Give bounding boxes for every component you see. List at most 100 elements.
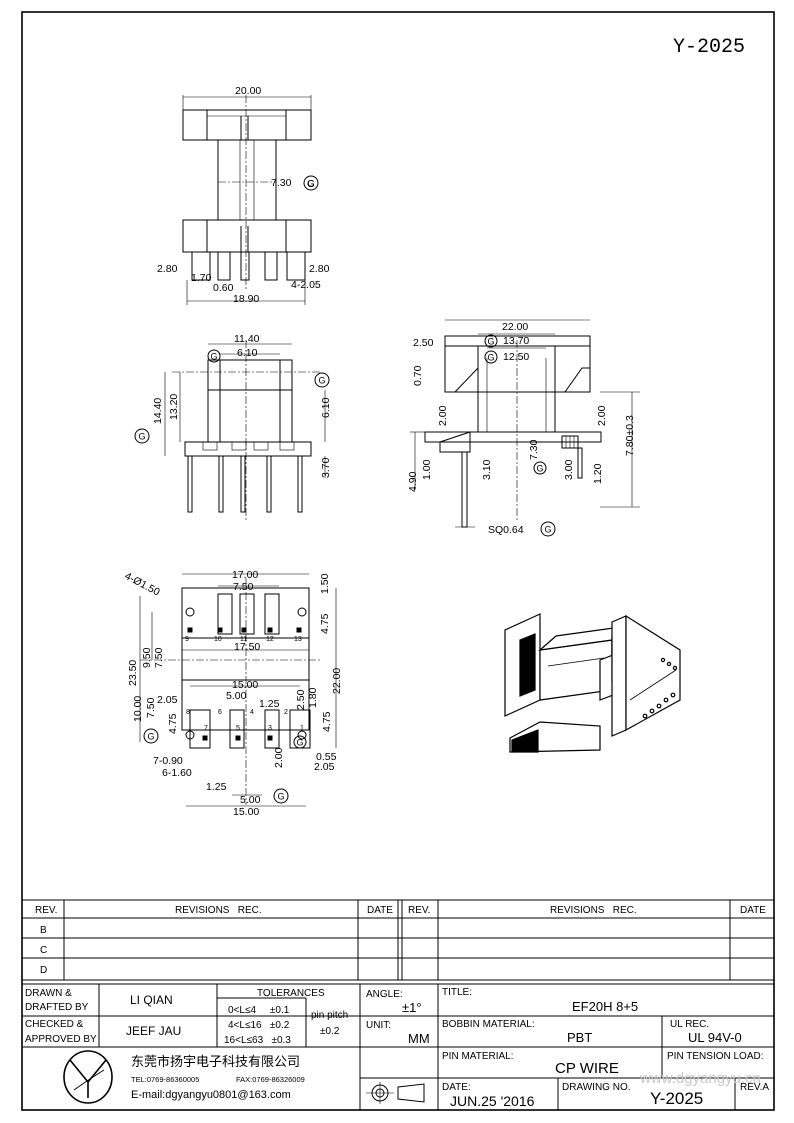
pin-number: 11	[240, 636, 247, 643]
pin-number: 10	[214, 636, 222, 643]
date-label: DATE:	[442, 1082, 471, 1093]
drawn-value: LI QIAN	[130, 993, 173, 1007]
front-view	[182, 95, 312, 305]
bot-w6: 1.25	[259, 698, 280, 710]
bobbin-value: PBT	[567, 1030, 592, 1045]
gdt-symbol-side-top	[207, 349, 221, 363]
side-w2: 6.10	[237, 347, 258, 359]
front-gap: 1.70	[191, 272, 212, 284]
sec-h-r: 7.80±0.3	[624, 415, 636, 456]
projection-symbol	[366, 1082, 425, 1104]
gdt-symbol-sec-4	[540, 521, 556, 537]
gdt-symbol-label: G	[148, 732, 155, 742]
rev-col-date: DATE	[367, 905, 393, 916]
gdt-symbol-label: G	[139, 432, 146, 442]
drawing-no-value: Y-2025	[650, 1089, 703, 1108]
date-value: JUN.25 '2016	[450, 1093, 535, 1109]
section-view	[410, 319, 640, 528]
bot-w4: 15.00	[232, 679, 258, 691]
pin-material-label: PIN MATERIAL:	[442, 1051, 514, 1062]
front-base: 18.90	[233, 293, 259, 305]
gdt-symbol-label: G	[308, 179, 315, 189]
gdt-symbol-front	[303, 175, 319, 191]
gdt-symbol-sec-1	[484, 334, 498, 348]
pin-number: 12	[266, 636, 274, 643]
watermark: www.dgyangyu.cn	[639, 1070, 761, 1087]
checked-value: JEEF JAU	[126, 1024, 181, 1038]
pin-number: 5	[236, 725, 240, 732]
gdt-symbol-label: G	[211, 352, 218, 362]
bot-r2: 4.75	[319, 613, 331, 634]
bot-w5: 5.00	[226, 690, 247, 702]
title-label: TITLE:	[442, 987, 472, 998]
revisions-table	[21, 899, 775, 981]
rev-col-date-2: DATE	[740, 905, 766, 916]
gdt-symbol-label: G	[297, 738, 304, 748]
header-drawing-code: Y-2025	[673, 36, 745, 59]
bot-p2: 6-1.60	[162, 767, 192, 779]
tolerances-label: TOLERANCES	[257, 988, 325, 999]
rev-col-rev-2: REV.	[408, 905, 430, 916]
sec-top: 2.50	[413, 337, 434, 349]
sec-pin-h: 4.90	[407, 471, 419, 492]
bot-h2: 9.50	[141, 647, 153, 668]
angle-label: ANGLE:	[366, 989, 403, 1000]
gdt-symbol-sec-2	[484, 350, 498, 364]
rev-row: D	[40, 965, 47, 976]
sec-step-l: 2.00	[437, 405, 449, 426]
pin-number: 2	[284, 709, 288, 716]
checked-label-1: CHECKED &	[25, 1019, 84, 1030]
pin-pitch-value: ±0.2	[320, 1026, 340, 1037]
bot-r7: 2.00	[273, 747, 285, 768]
rev-col-rev: REV.	[35, 905, 57, 916]
sec-bore: 7.30	[528, 439, 540, 460]
bot-r8: 0.55	[316, 751, 337, 763]
sec-w1: 22.00	[502, 321, 528, 333]
bot-h7: 2.05	[157, 694, 178, 706]
front-width: 20.00	[235, 85, 261, 97]
bot-h1: 23.50	[127, 660, 139, 686]
gdt-label-front: G	[307, 179, 315, 190]
rev-col-rec: REVISIONS REC.	[175, 905, 262, 916]
pin-number: 4	[250, 709, 254, 716]
bot-r3: 22.00	[331, 668, 343, 694]
bot-w9: 15.00	[233, 806, 259, 818]
bot-w8: 1.25	[206, 781, 227, 793]
front-pin-gap: 0.60	[213, 282, 234, 294]
company-name: 东莞市扬宇电子科技有限公司	[131, 1054, 300, 1069]
side-flange: 6.10	[320, 397, 332, 418]
gdt-symbol-side-left	[134, 428, 150, 444]
gdt-symbol-label: G	[488, 353, 495, 363]
sec-pin-sq: SQ0.64	[488, 524, 524, 536]
company-logo	[63, 1050, 113, 1104]
sec-base-t: 1.00	[421, 459, 433, 480]
side-view	[164, 340, 326, 520]
bot-r6: 4.75	[321, 711, 333, 732]
drawing-no-label: DRAWING NO.	[562, 1082, 631, 1093]
pin-tension-label: PIN TENSION LOAD:	[667, 1051, 764, 1062]
bot-w2: 7.50	[233, 581, 254, 593]
bot-r9: 2.05	[314, 761, 335, 773]
bot-holes: 4-Ø1.50	[123, 570, 162, 598]
gdt-symbol-sec-3	[533, 461, 547, 475]
gdt-symbol-label: G	[319, 376, 326, 386]
angle-value: ±1°	[402, 1000, 422, 1015]
bobbin-label: BOBBIN MATERIAL:	[442, 1019, 535, 1030]
bot-w7: 5.00	[240, 794, 261, 806]
company-email: E-mail:dgyangyu0801@163.com	[131, 1089, 291, 1101]
pin-number: 7	[204, 725, 208, 732]
pin-number: 6	[218, 709, 222, 716]
rev-col-rec-2: REVISIONS REC.	[550, 905, 637, 916]
gdt-symbol-bot-1	[143, 728, 159, 744]
gdt-symbol-label: G	[545, 525, 552, 535]
unit-value: MM	[408, 1031, 430, 1046]
sec-w3: 12.50	[503, 351, 529, 363]
sec-d1: 3.10	[481, 459, 493, 480]
tol-2: 4<L≤16 ±0.2	[228, 1020, 290, 1031]
front-pin-w-r: 2.80	[309, 263, 330, 275]
gdt-symbol-bot-2	[293, 735, 307, 749]
drawn-label-1: DRAWN &	[25, 988, 72, 999]
side-h2: 13.20	[168, 394, 180, 420]
bot-r4: 2.50	[295, 689, 307, 710]
